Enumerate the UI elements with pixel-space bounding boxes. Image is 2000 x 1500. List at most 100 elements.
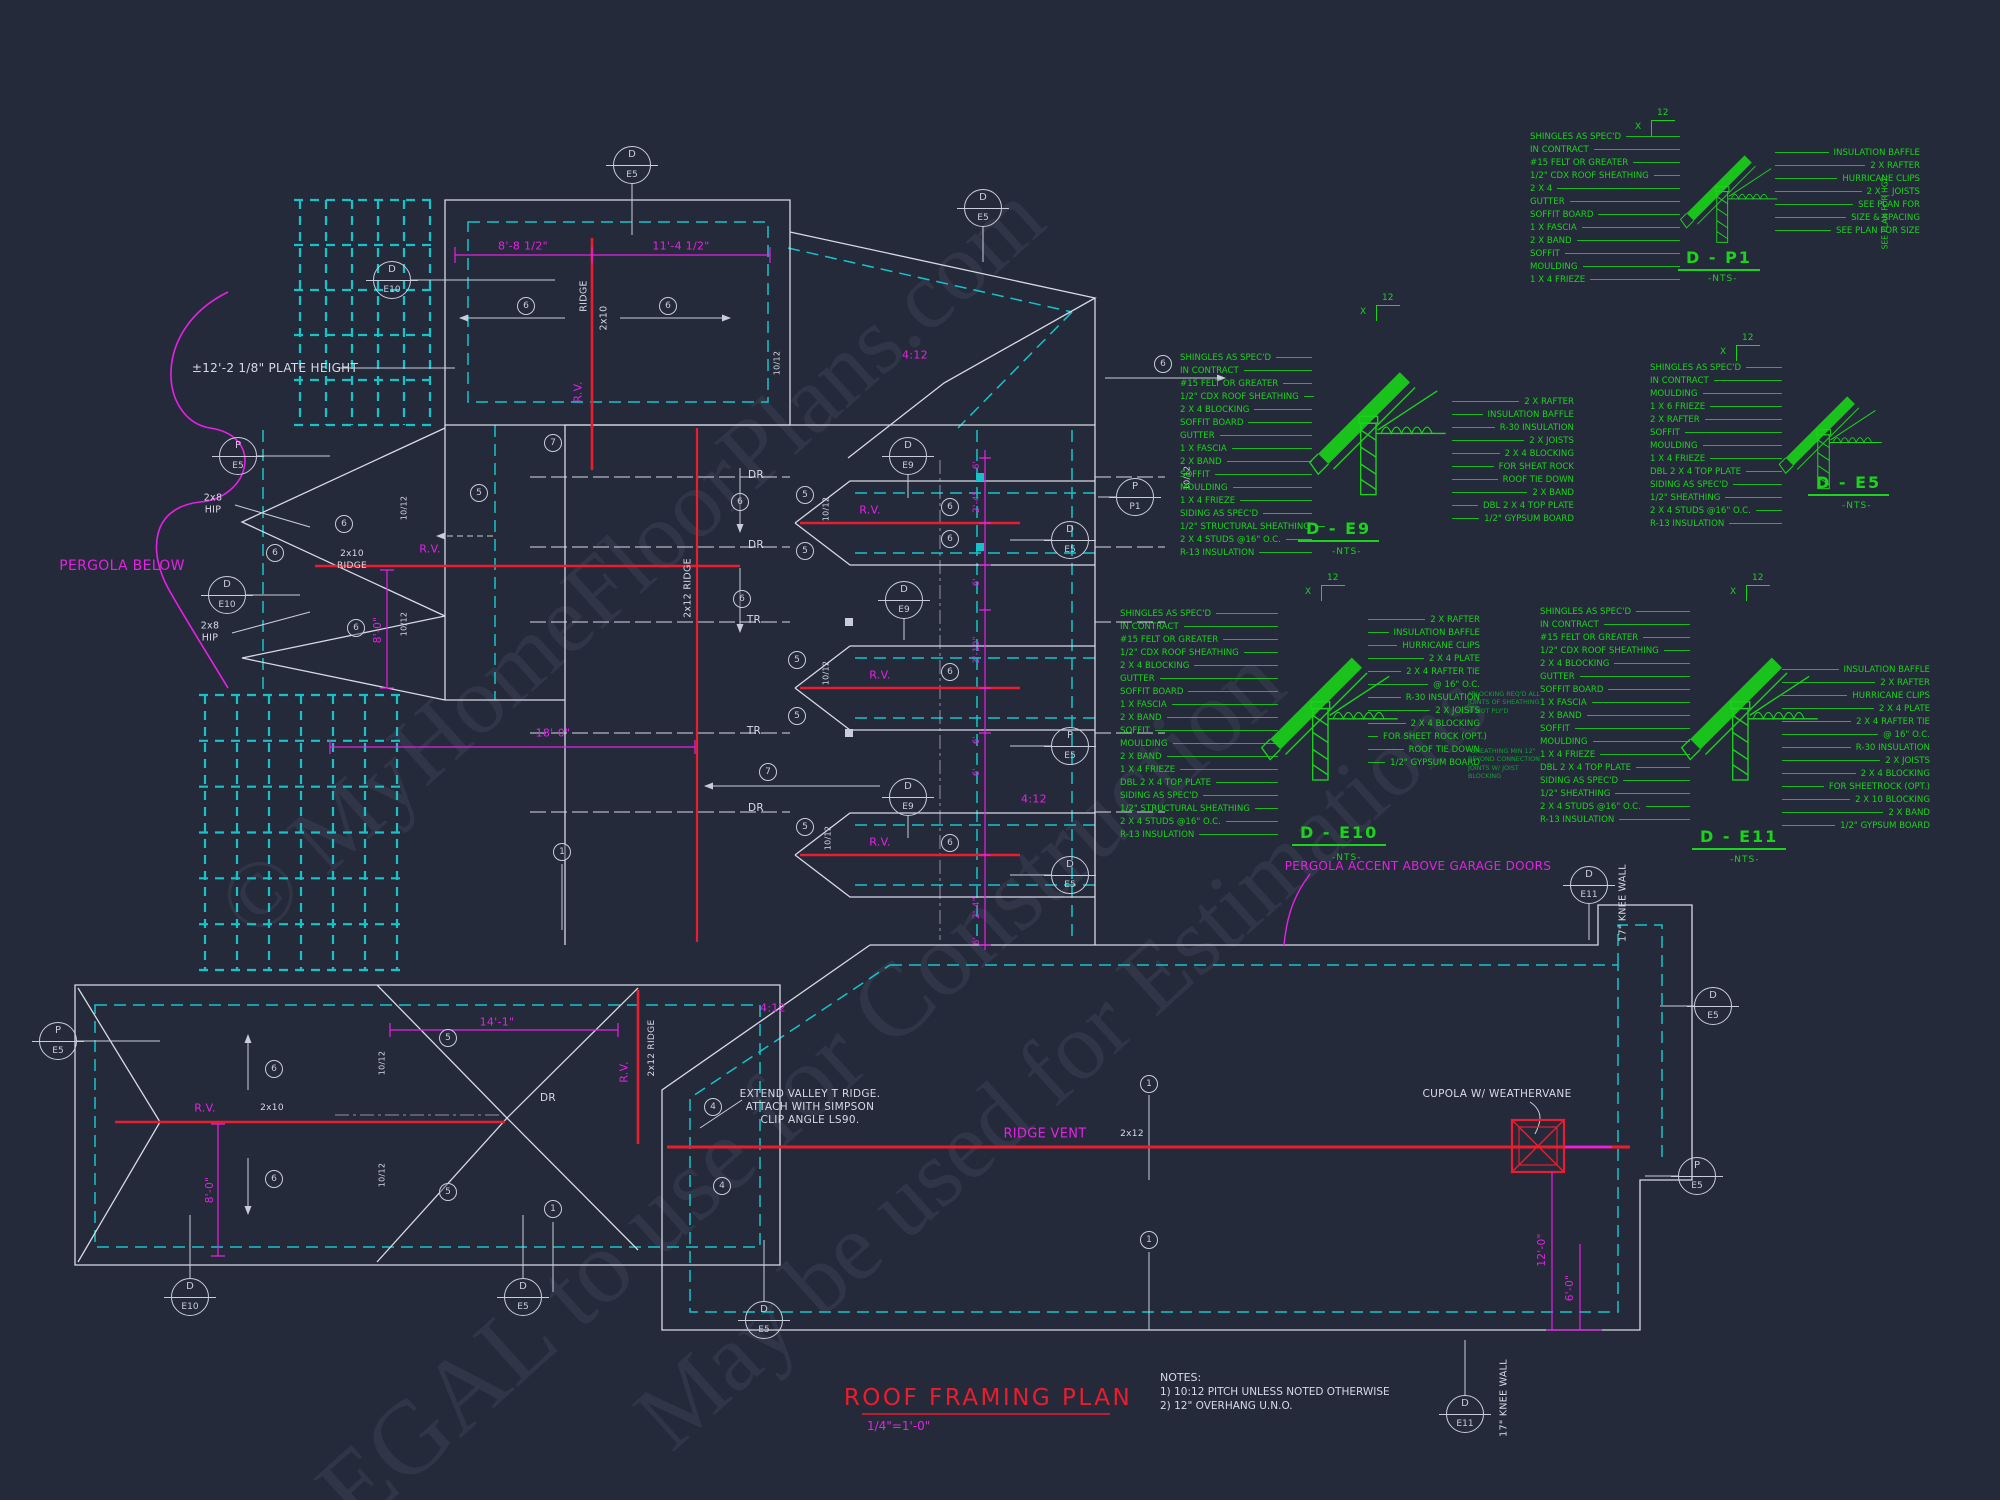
notes-heading: NOTES:: [1160, 1371, 1202, 1384]
ann-wing2x10: 2x10: [260, 1103, 284, 1113]
keynote-1: 1: [1140, 1075, 1158, 1093]
detail-label: MOULDING: [1120, 737, 1278, 750]
detail-label: 1 X FASCIA: [1540, 696, 1690, 709]
ann-ext3: CLIP ANGLE LS90.: [760, 1114, 860, 1126]
detail-scale: -NTS-: [1332, 547, 1362, 557]
detail-label: 2 X 4 STUDS @16" O.C.: [1180, 533, 1312, 546]
detail-label: IN CONTRACT: [1120, 620, 1278, 633]
detail-label: IN CONTRACT: [1180, 364, 1312, 377]
detail-label: 1 X 4 FRIEZE: [1540, 748, 1690, 761]
detail-label: DBL 2 X 4 TOP PLATE: [1120, 776, 1278, 789]
ann-hipridge_ridge: RIDGE: [337, 561, 367, 571]
detail-label: SOFFIT: [1120, 724, 1278, 737]
detail-label: HURRICANE CLIPS: [1782, 689, 1930, 702]
detail-label: R-13 INSULATION: [1120, 828, 1278, 841]
detail-label: INSULATION BAFFLE: [1368, 626, 1481, 639]
detail-label: 1 X 4 FRIEZE: [1650, 452, 1782, 465]
pitch-marker: 12 X: [1720, 333, 1764, 365]
ridge-lines: [115, 238, 1630, 1149]
detail-label: 1/2" GYPSUM BOARD: [1368, 756, 1480, 769]
detail-label: IN CONTRACT: [1540, 618, 1690, 631]
detail-label: 2 X BAND: [1180, 455, 1312, 468]
pitch-marker: 12 X: [1730, 573, 1774, 605]
detail-label: SOFFIT BOARD: [1530, 208, 1680, 221]
detail-label: 2 X BAND: [1120, 750, 1278, 763]
detail-label: SOFFIT: [1650, 426, 1782, 439]
detail-label: SEE PLAN FOR SIZE: [1775, 224, 1920, 237]
detail-label: SOFFIT BOARD: [1120, 685, 1278, 698]
detail-label: 2 X 4 BLOCKING: [1782, 767, 1930, 780]
detail-label: 1 X FASCIA: [1120, 698, 1278, 711]
detail-label: 1/2" STRUCTURAL SHEATHING: [1180, 520, 1312, 533]
detail-label: MOULDING: [1650, 439, 1782, 452]
keynote-1: 1: [1140, 1231, 1158, 1249]
detail-label: 1/2" CDX ROOF SHEATHING: [1180, 390, 1312, 403]
keynote-6: 6: [265, 1060, 283, 1078]
notes-line-2: 2) 12" OVERHANG U.N.O.: [1160, 1400, 1293, 1412]
detail-label: SIDING AS SPEC'D: [1650, 478, 1782, 491]
detail-label: SOFFIT BOARD: [1180, 416, 1312, 429]
detail-label: 2 X RAFTER: [1452, 395, 1574, 408]
rail-connectors: [845, 473, 984, 737]
ann-p412c: 4:12: [760, 1001, 786, 1015]
ann-hipridge_2x10: 2x10: [340, 549, 364, 559]
detail-label: 2 X 10 BLOCKING: [1782, 793, 1930, 806]
detail-label: R-30 INSULATION: [1368, 691, 1480, 704]
detail-scale: -NTS-: [1842, 501, 1872, 511]
detail-label: DBL 2 X 4 TOP PLATE: [1452, 499, 1574, 512]
detail-label: @ 16" O.C.: [1368, 678, 1480, 691]
detail-label: 1/2" GYPSUM BOARD: [1452, 512, 1574, 525]
pitch-marker: 12 X: [1305, 573, 1349, 605]
detail-label: 2 X BAND: [1540, 709, 1690, 722]
detail-label: SHINGLES AS SPEC'D: [1120, 607, 1278, 620]
detail-label: GUTTER: [1180, 429, 1312, 442]
keynote-6: 6: [517, 297, 535, 315]
keynote-6: 6: [1154, 355, 1172, 373]
detail-label: INSULATION BAFFLE: [1775, 146, 1921, 159]
detail-label: 2 X BAND: [1452, 486, 1574, 499]
ann-dim886: 8'-8 1/2": [498, 239, 548, 253]
detail-label: 1 X FASCIA: [1180, 442, 1312, 455]
detail-note-2: *SHEATHING MIN 12" BEYOND CONNECTION JOI…: [1468, 747, 1540, 780]
detail-label: MOULDING: [1180, 481, 1312, 494]
ann-dim180: 18'-0": [535, 726, 571, 740]
detail-label: 2 X__ JOISTS: [1775, 185, 1920, 198]
detail-label: INSULATION BAFFLE: [1782, 663, 1931, 676]
detail-title: D - E5: [1808, 473, 1890, 496]
keynote-7: 7: [759, 763, 777, 781]
detail-title: D - E10: [1292, 823, 1387, 846]
ann-dr1: DR: [748, 469, 764, 481]
ann-rv_g1: R.V.: [859, 503, 881, 517]
keynote-7: 7: [544, 434, 562, 452]
detail-label: ROOF TIE DOWN: [1368, 743, 1480, 756]
detail-label: SOFFIT: [1530, 247, 1680, 260]
detail-label: ROOF TIE DOWN: [1452, 473, 1574, 486]
keynote-5: 5: [788, 651, 806, 669]
keynote-5: 5: [796, 818, 814, 836]
detail-label: SHINGLES AS SPEC'D: [1180, 351, 1312, 364]
keynote-1: 1: [544, 1200, 562, 1218]
ann-hip2b: HIP: [201, 632, 219, 644]
detail-label: 2 X JOISTS: [1782, 754, 1930, 767]
ann-hip1a: 2x8: [203, 492, 223, 504]
detail-label: 1/2" CDX ROOF SHEATHING: [1540, 644, 1690, 657]
keynote-6: 6: [265, 1170, 283, 1188]
detail-label: SOFFIT: [1180, 468, 1312, 481]
detail-label: SHINGLES AS SPEC'D: [1530, 130, 1680, 143]
detail-title: D - P1: [1678, 248, 1760, 271]
